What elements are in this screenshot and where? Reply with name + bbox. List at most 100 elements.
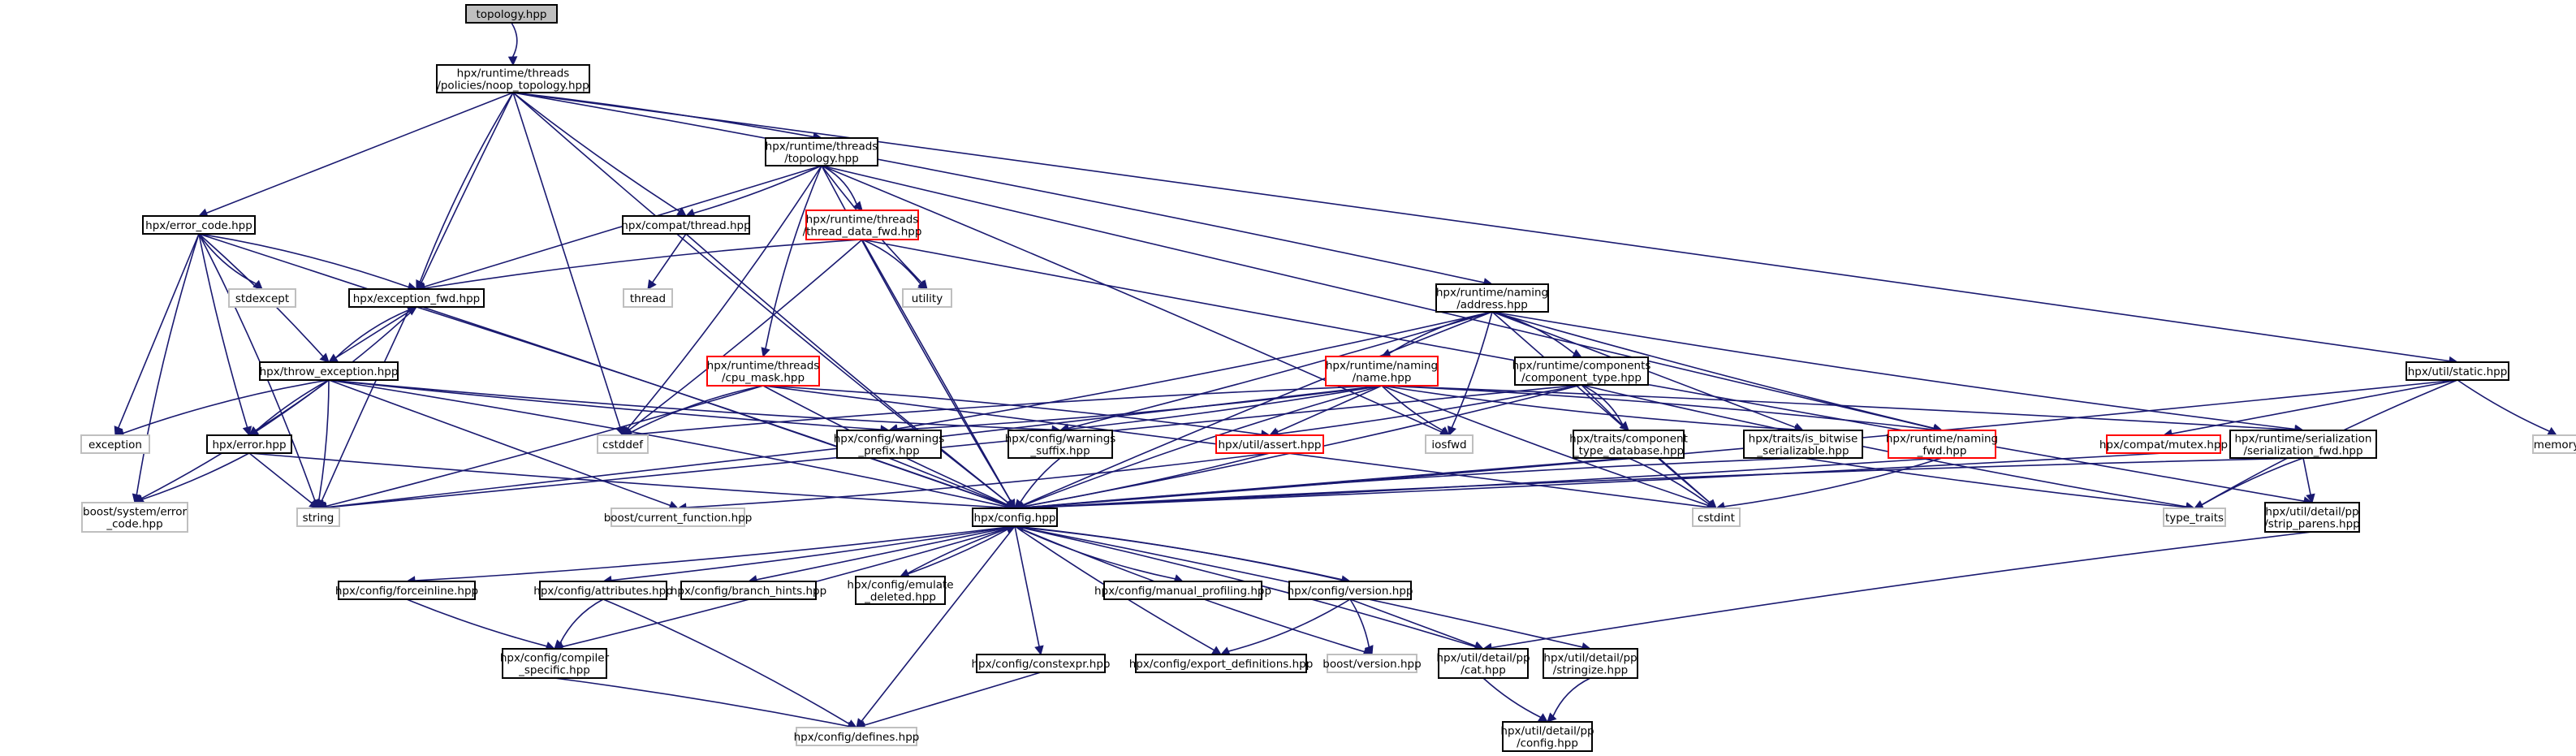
node-error-code[interactable]: hpx/error_code.hpp	[142, 215, 256, 235]
node-label: /topology.hpp	[784, 153, 859, 166]
node-constexpr[interactable]: hpx/config/constexpr.hpp	[971, 654, 1111, 673]
node-warnings-prefix[interactable]: hpx/config/warnings_prefix.hpp	[834, 430, 945, 459]
node-box	[796, 727, 917, 746]
node-box	[2163, 508, 2226, 527]
node-compat-thread[interactable]: hpx/compat/thread.hpp	[621, 215, 751, 235]
node-label: topology.hpp	[476, 8, 546, 21]
node-util-static[interactable]: hpx/util/static.hpp	[2406, 361, 2509, 381]
node-warnings-suffix[interactable]: hpx/config/warnings_suffix.hpp	[1005, 430, 1116, 459]
node-box	[465, 4, 558, 24]
node-label: hpx/config/forceinline.hpp	[335, 585, 478, 598]
node-box	[2229, 430, 2377, 459]
edge-config_version-to-boost_version	[1349, 598, 1374, 656]
edge-naming_fwd-to-cstdint	[1715, 457, 1943, 512]
edge-constexpr-to-defines	[855, 672, 1042, 730]
node-box	[2406, 361, 2509, 381]
edge-error_code-to-exception	[114, 233, 200, 437]
node-manual-profiling[interactable]: hpx/config/manual_profiling.hpp	[1094, 581, 1271, 600]
node-component-type-database[interactable]: hpx/traits/component_type_database.hpp	[1569, 430, 1688, 459]
node-label: _deleted.hpp	[864, 591, 936, 604]
node-noop-topology[interactable]: hpx/runtime/threads/policies/noop_topolo…	[436, 64, 590, 93]
node-naming-fwd[interactable]: hpx/runtime/naming_fwd.hpp	[1886, 430, 1998, 459]
node-cpu-mask[interactable]: hpx/runtime/threads/cpu_mask.hpp	[706, 356, 820, 387]
node-box	[1008, 430, 1113, 459]
edge-topology-to-noop_topology	[507, 22, 518, 67]
node-topology: topology.hpp	[465, 4, 558, 24]
edge-naming_fwd-to-config	[1013, 457, 1943, 513]
node-label: /cat.hpp	[1461, 664, 1506, 677]
node-export-definitions[interactable]: hpx/config/export_definitions.hpp	[1129, 654, 1314, 673]
node-label: exception	[88, 438, 142, 451]
node-compiler-specific[interactable]: hpx/config/compiler_specific.hpp	[500, 648, 610, 679]
node-label: thread	[630, 292, 666, 305]
edge-threads_topology-to-naming_fwd	[821, 165, 1944, 434]
node-config[interactable]: hpx/config.hpp	[972, 508, 1058, 527]
edge-naming_address-to-config	[1013, 311, 1493, 510]
node-naming-name[interactable]: hpx/runtime/naming/name.hpp	[1325, 356, 1439, 387]
edge-hpx_error-to-string	[248, 452, 319, 509]
edge-thread_data_fwd-to-exception_fwd	[415, 239, 863, 293]
node-config-version[interactable]: hpx/config/version.hpp	[1288, 581, 1413, 600]
node-label: string	[303, 512, 334, 525]
node-box	[1425, 434, 1474, 454]
node-exception-fwd[interactable]: hpx/exception_fwd.hpp	[348, 288, 485, 308]
node-box	[706, 356, 820, 387]
edge-config_version-to-pp_cat	[1349, 598, 1485, 650]
edge-strip_parens-to-pp_cat	[1482, 531, 2313, 653]
node-box	[81, 502, 188, 533]
node-box	[1743, 430, 1863, 459]
edge-config-to-attributes	[602, 525, 1016, 585]
node-forceinline[interactable]: hpx/config/forceinline.hpp	[335, 581, 478, 600]
node-thread: thread	[623, 288, 673, 308]
node-box	[2532, 434, 2576, 454]
node-threads-topology[interactable]: hpx/runtime/threads/topology.hpp	[765, 137, 878, 166]
edge-thread_data_fwd-to-utility	[861, 239, 928, 290]
node-pp-cat[interactable]: hpx/util/detail/pp/cat.hpp	[1436, 648, 1530, 679]
node-is-bitwise-serializable[interactable]: hpx/traits/is_bitwise_serializable.hpp	[1743, 430, 1863, 459]
node-iosfwd: iosfwd	[1425, 434, 1474, 454]
node-pp-stringize[interactable]: hpx/util/detail/pp/stringize.hpp	[1543, 648, 1638, 679]
node-emulate-deleted[interactable]: hpx/config/emulate_deleted.hpp	[847, 576, 954, 605]
node-label: type_traits	[2165, 512, 2224, 525]
node-attributes[interactable]: hpx/config/attributes.hpp	[533, 581, 673, 600]
node-thread-data-fwd[interactable]: hpx/runtime/threads/thread_data_fwd.hpp	[803, 210, 922, 240]
node-label: hpx/traits/is_bitwise	[1749, 433, 1858, 446]
node-box	[1888, 430, 1996, 459]
node-box	[1327, 654, 1417, 673]
node-label: /strip_parens.hpp	[2264, 518, 2359, 531]
edge-error_code-to-hpx_error	[198, 233, 252, 437]
node-label: boost/version.hpp	[1323, 658, 1421, 671]
edge-exception_fwd-to-config	[416, 306, 1016, 511]
node-label: hpx/util/detail/pp	[1543, 652, 1637, 665]
node-label: /stringize.hpp	[1553, 664, 1628, 677]
node-label: hpx/util/detail/pp	[2265, 506, 2358, 519]
node-branch-hints[interactable]: hpx/config/branch_hints.hpp	[671, 581, 826, 600]
node-pp-config[interactable]: hpx/util/detail/pp/config.hpp	[1500, 721, 1594, 752]
edge-config_version-to-config	[1013, 522, 1351, 582]
node-label: utility	[912, 292, 943, 305]
node-cstdint: cstdint	[1692, 508, 1741, 527]
node-label: hpx/util/detail/pp	[1500, 725, 1594, 738]
node-hpx-error[interactable]: hpx/error.hpp	[206, 434, 292, 454]
node-serialization-fwd[interactable]: hpx/runtime/serialization/serialization_…	[2229, 430, 2377, 459]
node-box	[805, 210, 919, 240]
node-label: hpx/util/assert.hpp	[1218, 438, 1321, 451]
edge-hpx_error-to-boost_error_code	[133, 452, 250, 504]
node-compat-mutex[interactable]: hpx/compat/mutex.hpp	[2099, 434, 2228, 454]
node-box	[1438, 648, 1529, 679]
node-box	[1325, 356, 1439, 387]
node-label: _fwd.hpp	[1917, 445, 1967, 458]
node-strip-parens[interactable]: hpx/util/detail/pp/strip_parens.hpp	[2264, 502, 2360, 533]
node-throw-exception[interactable]: hpx/throw_exception.hpp	[259, 361, 399, 381]
node-label: hpx/config/compiler	[500, 652, 610, 665]
node-memory: memory	[2532, 434, 2576, 454]
node-component-type[interactable]: hpx/runtime/components/component_type.hp…	[1512, 356, 1651, 386]
node-label: hpx/compat/thread.hpp	[621, 219, 750, 232]
edge-config-to-emulate_deleted	[899, 525, 1016, 578]
node-naming-address[interactable]: hpx/runtime/naming/address.hpp	[1435, 283, 1549, 313]
edge-error_code-to-exception_fwd	[198, 233, 418, 292]
node-label: hpx/runtime/threads	[707, 360, 820, 373]
node-util-assert[interactable]: hpx/util/assert.hpp	[1215, 434, 1324, 454]
node-label: /thread_data_fwd.hpp	[803, 226, 922, 239]
